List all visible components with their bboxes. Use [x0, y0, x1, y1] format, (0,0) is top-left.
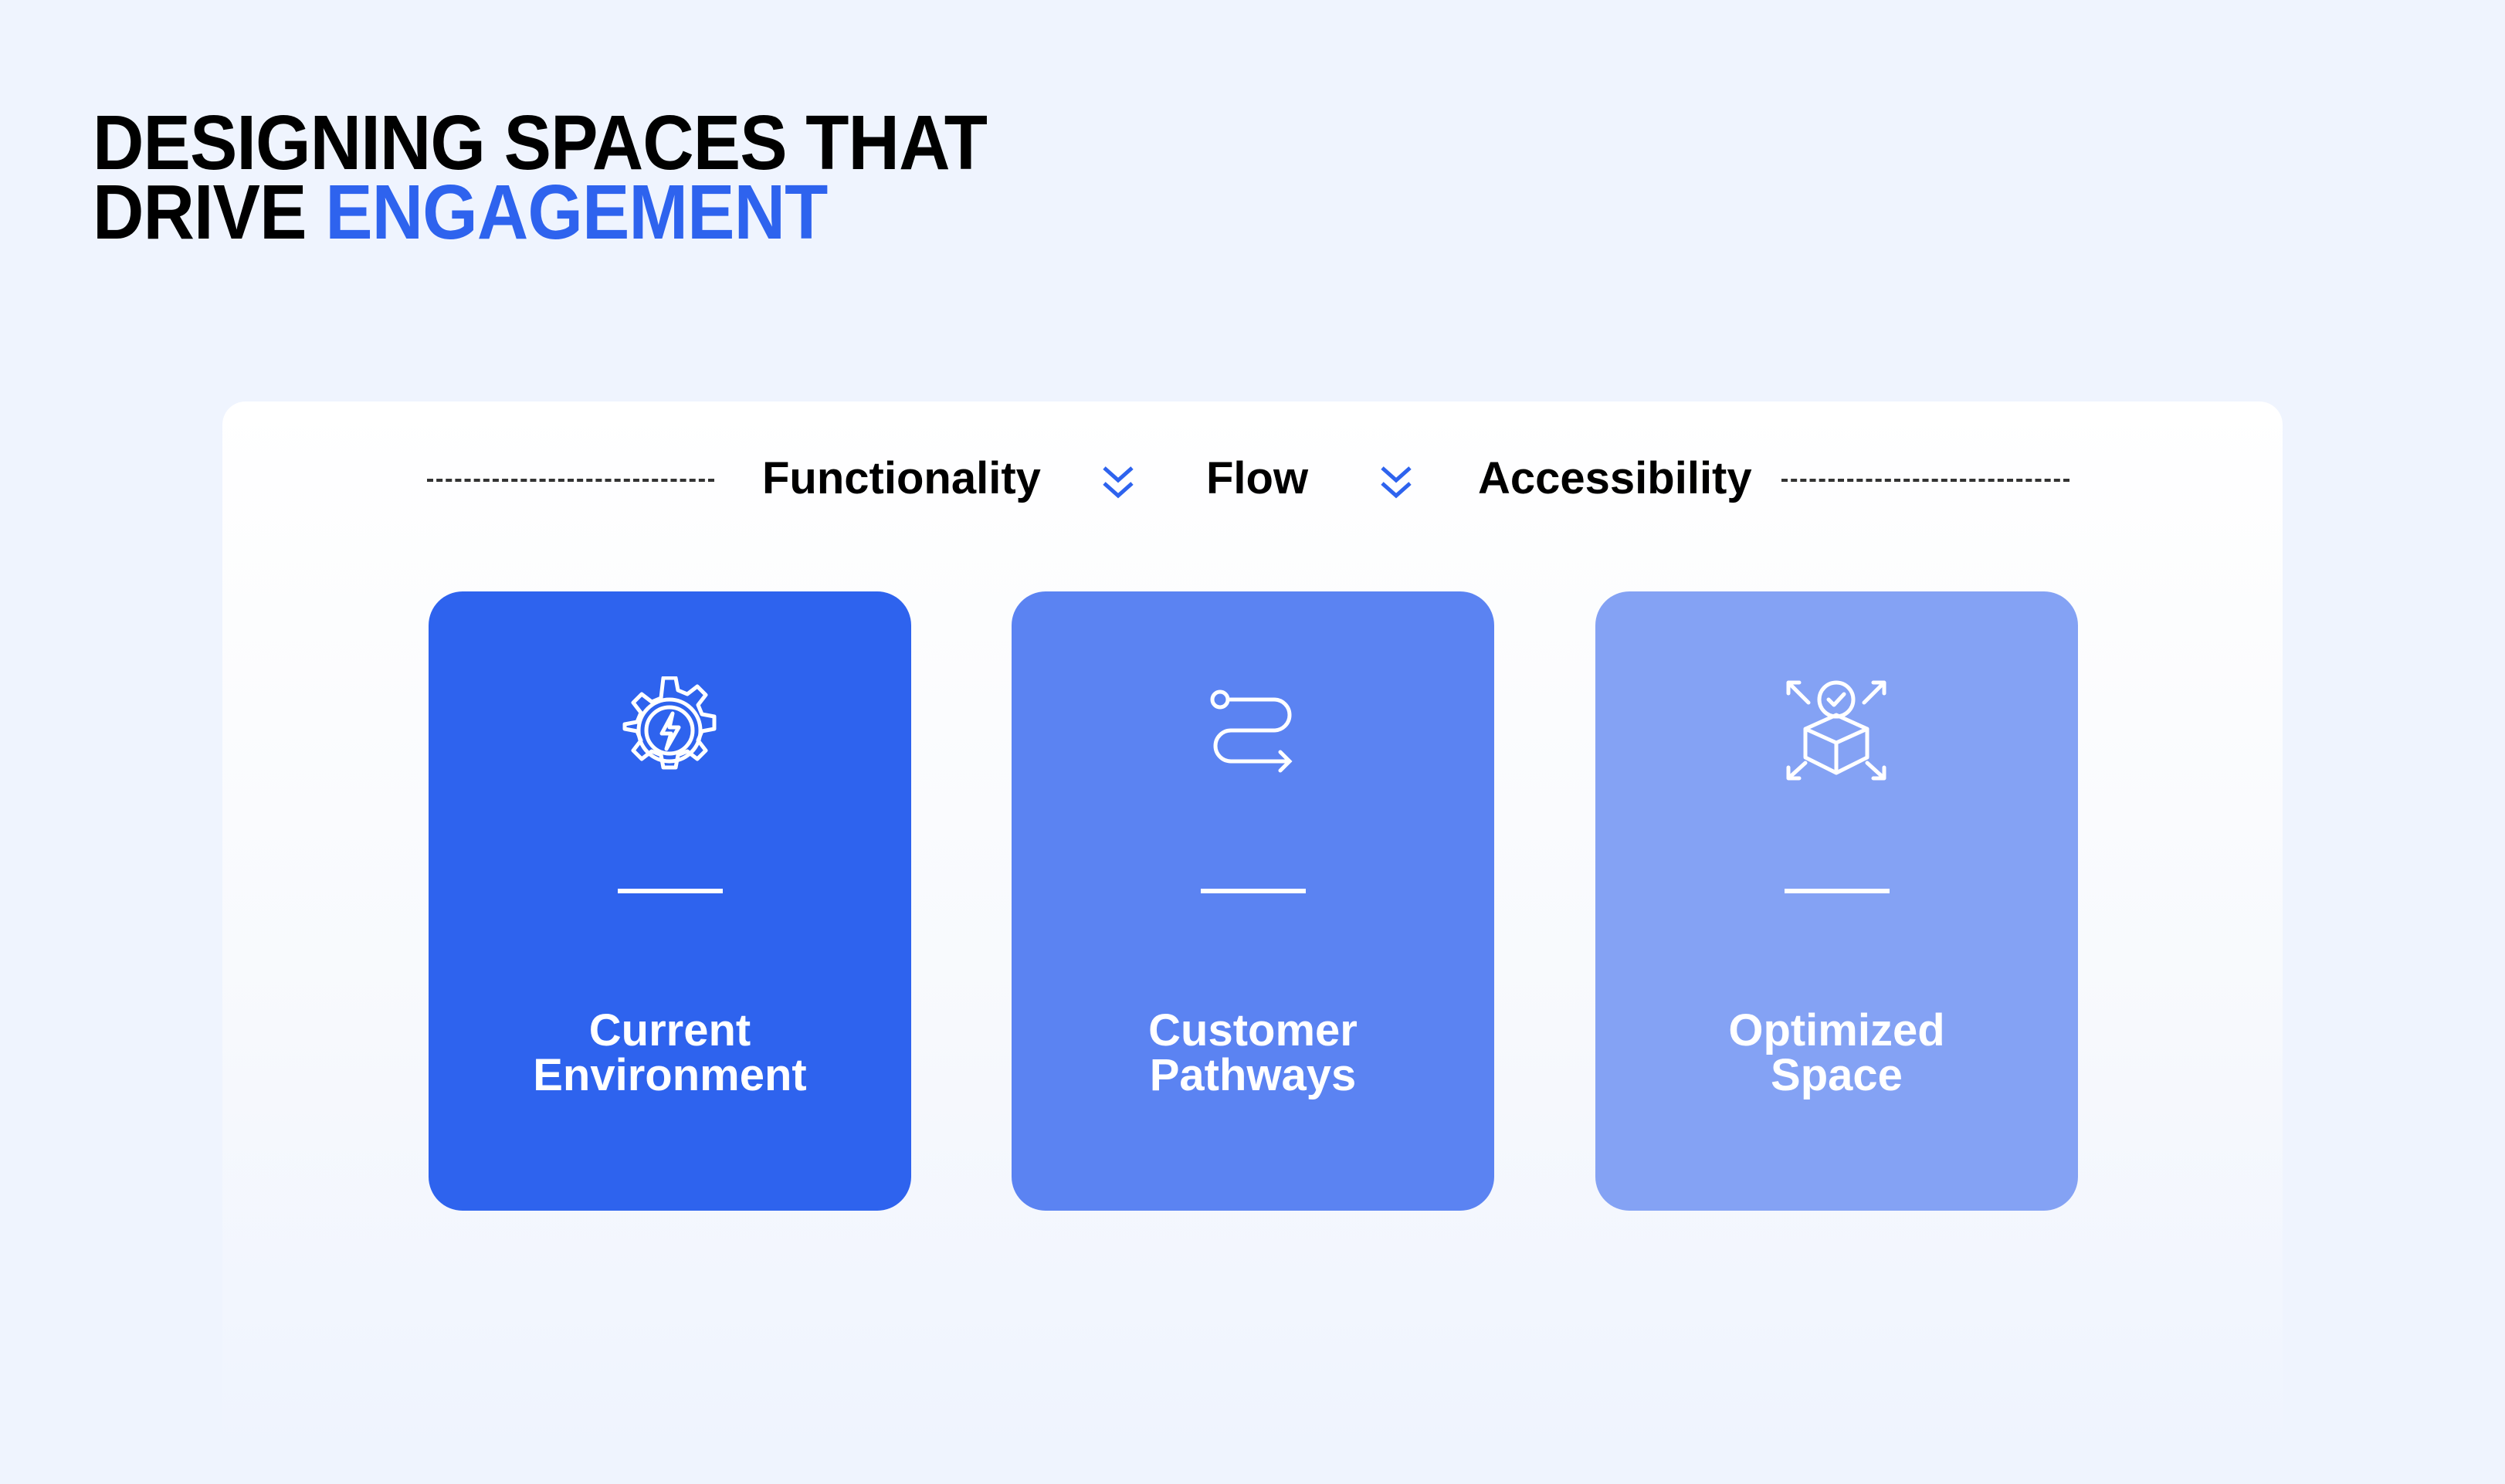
label-line-1: Customer	[1148, 1005, 1358, 1055]
divider	[1785, 889, 1890, 893]
box-check-expand-icon	[1786, 680, 1886, 781]
header-accessibility: Accessibility	[1478, 453, 1752, 503]
divider	[618, 889, 723, 893]
header-functionality: Functionality	[762, 453, 1041, 503]
page-title: DESIGNING SPACES THAT DRIVE ENGAGEMENT	[93, 100, 988, 251]
double-chevron-down-icon	[1103, 466, 1134, 499]
label-line-2: Space	[1771, 1050, 1903, 1100]
label-line-2: Pathways	[1149, 1050, 1357, 1100]
double-chevron-down-icon	[1381, 466, 1412, 499]
divider	[1201, 889, 1306, 893]
title-accent: ENGAGEMENT	[325, 169, 828, 256]
label-line-1: Optimized	[1728, 1005, 1945, 1055]
header-flow: Flow	[1206, 453, 1309, 503]
label-line-2: Environment	[533, 1050, 807, 1100]
label-line-1: Current	[588, 1005, 751, 1055]
path-route-icon	[1210, 689, 1293, 773]
title-line-1: DESIGNING SPACES THAT	[93, 100, 988, 186]
gear-lightning-icon	[622, 676, 717, 770]
title-plain: DRIVE	[93, 169, 326, 256]
title-line-2: DRIVE ENGAGEMENT	[93, 174, 987, 251]
dashed-line-right	[1781, 479, 2069, 482]
dashed-line-left	[427, 479, 714, 482]
